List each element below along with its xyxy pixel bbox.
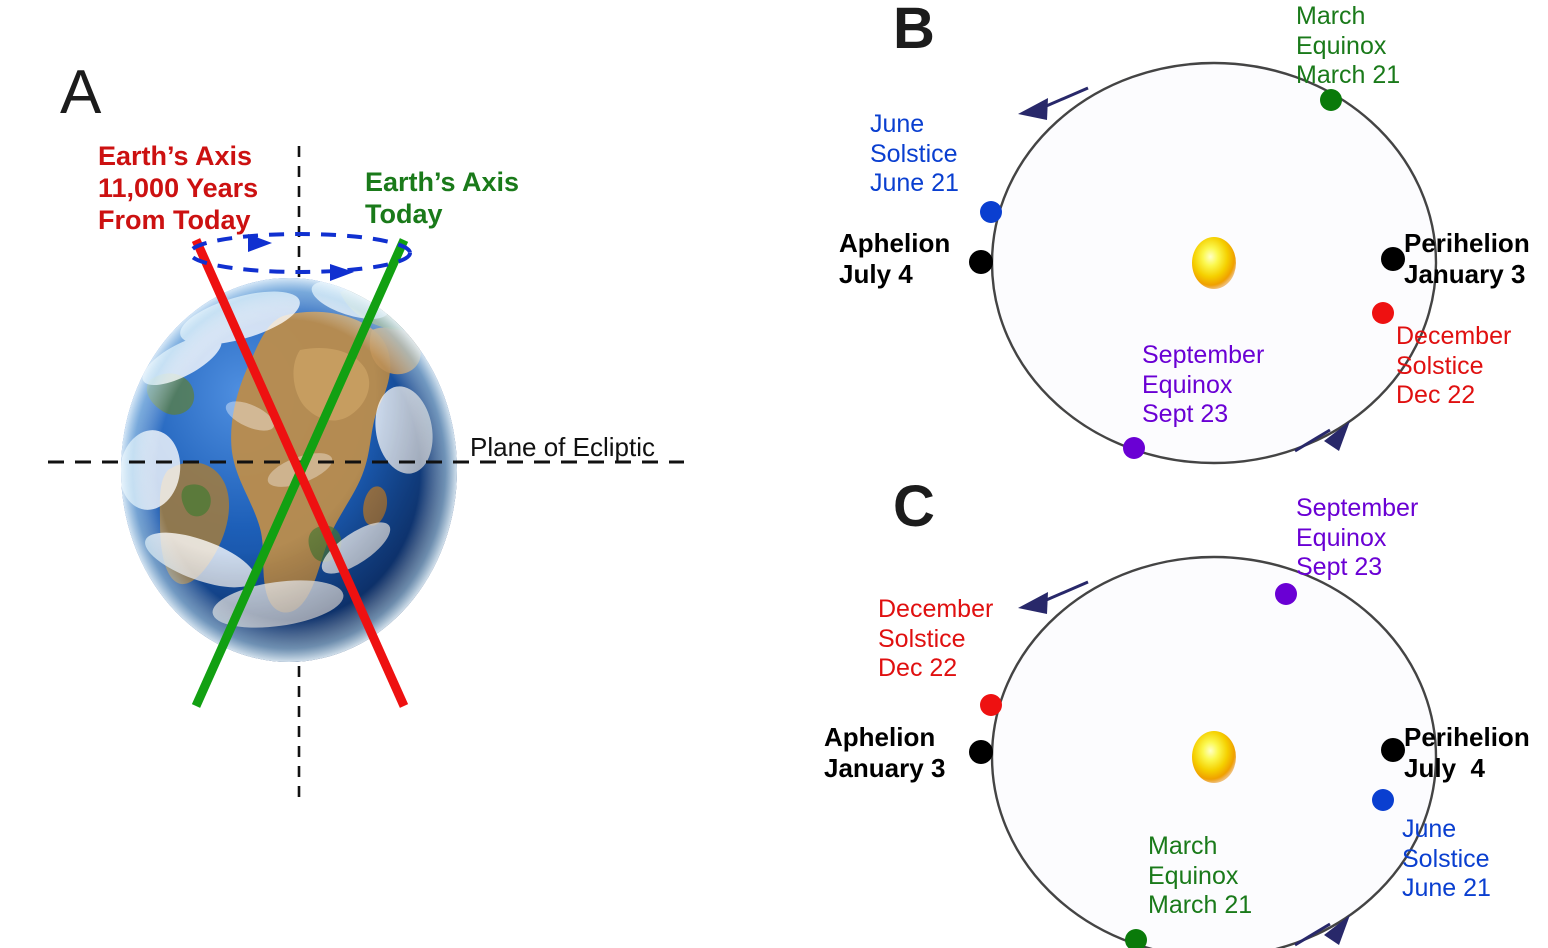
marker-september-equinox-c [1275,583,1297,605]
panel-letter-b: B [893,0,935,61]
marker-june-solstice-c [1372,789,1394,811]
label-june-solstice-b: June Solstice June 21 [870,110,959,197]
label-perihelion-c: Perihelion July 4 [1404,722,1530,783]
label-perihelion-b: Perihelion January 3 [1404,228,1530,289]
marker-december-solstice-c [980,694,1002,716]
precession-arrow-right [330,264,354,281]
axis-future-line [191,238,409,708]
earth-globe [121,278,457,662]
marker-march-equinox-c [1125,929,1147,948]
panel-a-graphics [48,146,684,800]
marker-december-solstice-b [1372,302,1394,324]
precession-circle [188,232,412,274]
orbit-direction-arrow-top-b [1018,86,1089,120]
label-march-equinox-c: March Equinox March 21 [1148,832,1253,919]
marker-perihelion-b [1381,247,1405,271]
label-aphelion-b: Aphelion July 4 [839,228,951,289]
marker-march-equinox-b [1320,89,1342,111]
label-december-solstice-c: December Solstice Dec 22 [878,595,994,682]
marker-perihelion-c [1381,738,1405,762]
orbit-direction-arrow-bottom-c [1294,915,1350,947]
panel-letter-a: A [60,58,102,127]
precession-arrow-left [248,234,272,252]
label-aphelion-c: Aphelion January 3 [824,722,946,783]
sun-icon-b [1192,237,1236,289]
axis-today-line [191,238,409,708]
earth-clouds [121,281,433,628]
label-march-equinox-b: March Equinox March 21 [1296,2,1401,89]
marker-aphelion-b [969,250,993,274]
panel-letter-c: C [893,474,935,539]
orbit-direction-arrow-bottom-b [1294,421,1350,453]
earth-landmasses [121,278,457,662]
marker-june-solstice-b [980,201,1002,223]
label-december-solstice-b: December Solstice Dec 22 [1396,322,1512,409]
sun-icon-c [1192,731,1236,783]
plane-of-ecliptic-label: Plane of Ecliptic [470,432,655,462]
axis-future-label: Earth’s Axis 11,000 Years From Today [98,141,259,235]
marker-aphelion-c [969,740,993,764]
axis-today-label: Earth’s Axis Today [365,167,520,229]
label-june-solstice-c: June Solstice June 21 [1402,815,1491,902]
label-september-equinox-c: September Equinox Sept 23 [1296,494,1419,581]
marker-september-equinox-b [1123,437,1145,459]
orbit-direction-arrow-top-c [1018,580,1089,614]
label-september-equinox-b: September Equinox Sept 23 [1142,341,1265,428]
